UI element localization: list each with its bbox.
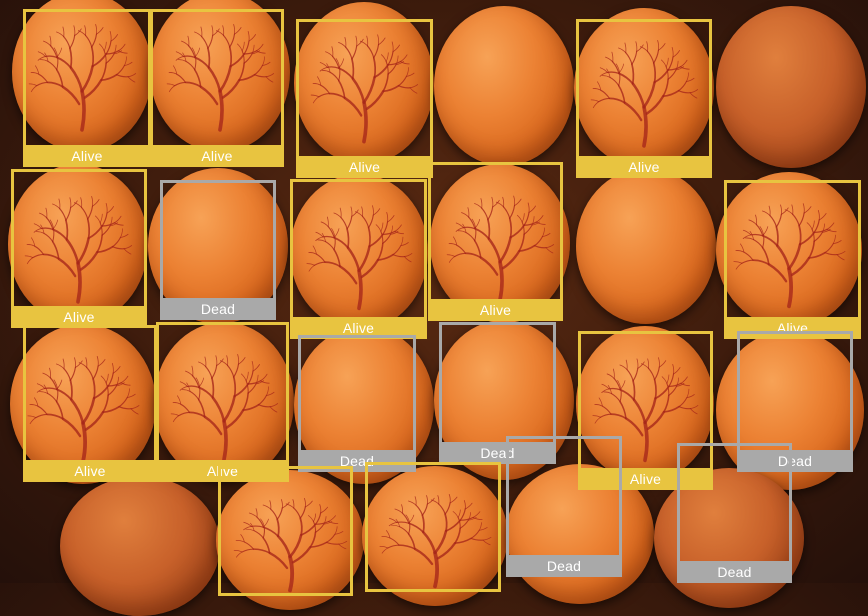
detection-label: Dead	[506, 555, 622, 577]
detection-label: Alive	[428, 299, 563, 321]
vein-pattern	[306, 205, 413, 311]
vein-pattern	[733, 203, 846, 309]
vein-pattern	[24, 196, 133, 304]
vein-pattern	[170, 354, 279, 462]
detection-box: Alive	[724, 180, 861, 339]
detection-box: Alive	[23, 9, 151, 167]
detection-box: Alive	[296, 19, 433, 178]
egg	[574, 8, 714, 168]
detection-label: Alive	[290, 317, 427, 339]
egg	[294, 2, 434, 164]
detection-label: Dead	[439, 442, 556, 464]
detection-label: Dead	[677, 561, 792, 583]
egg	[430, 164, 570, 322]
detection-label: Alive	[296, 156, 433, 178]
detection-box: Alive	[576, 19, 712, 178]
detection-box: Alive	[428, 162, 563, 321]
egg	[290, 174, 428, 330]
vein-pattern	[446, 195, 555, 302]
egg	[434, 6, 574, 166]
vein-pattern	[233, 498, 348, 593]
detection-label: Alive	[11, 306, 147, 328]
detection-label: Alive	[150, 145, 284, 167]
detection-label: Alive	[23, 145, 151, 167]
vein-pattern	[379, 494, 492, 589]
egg	[12, 0, 152, 152]
egg	[8, 164, 148, 324]
detection-box: Alive	[150, 9, 284, 167]
detection-label: Alive	[23, 460, 157, 482]
vein-pattern	[592, 357, 699, 463]
detection-box: Dead	[737, 331, 853, 472]
detection-box: Dead	[677, 443, 792, 583]
detection-label: Dead	[160, 298, 276, 320]
vein-pattern	[590, 40, 699, 148]
egg	[576, 168, 716, 324]
detection-box: Alive	[23, 325, 157, 482]
vein-pattern	[166, 24, 275, 132]
vein-pattern	[28, 24, 137, 132]
egg	[60, 476, 220, 616]
egg	[716, 172, 862, 328]
detection-box: Dead	[298, 335, 416, 472]
detection-box: Dead	[160, 180, 276, 320]
detection-box	[365, 462, 501, 592]
detection-box: Dead	[439, 322, 556, 464]
detection-box: Alive	[11, 169, 147, 328]
detection-label: Alive	[576, 156, 712, 178]
egg	[154, 322, 294, 482]
vein-pattern	[310, 34, 419, 144]
detection-box: Alive	[156, 322, 289, 482]
detection-box: Alive	[290, 179, 427, 339]
egg	[150, 0, 290, 152]
egg	[716, 6, 866, 168]
vein-pattern	[27, 356, 140, 464]
egg	[10, 324, 156, 484]
detection-box	[218, 466, 353, 596]
egg	[576, 326, 714, 482]
egg-tray-image: Alive Alive Alive Alive Alive Dead Alive…	[8, 0, 866, 616]
detection-label: Dead	[737, 450, 853, 472]
detection-box: Dead	[506, 436, 622, 577]
